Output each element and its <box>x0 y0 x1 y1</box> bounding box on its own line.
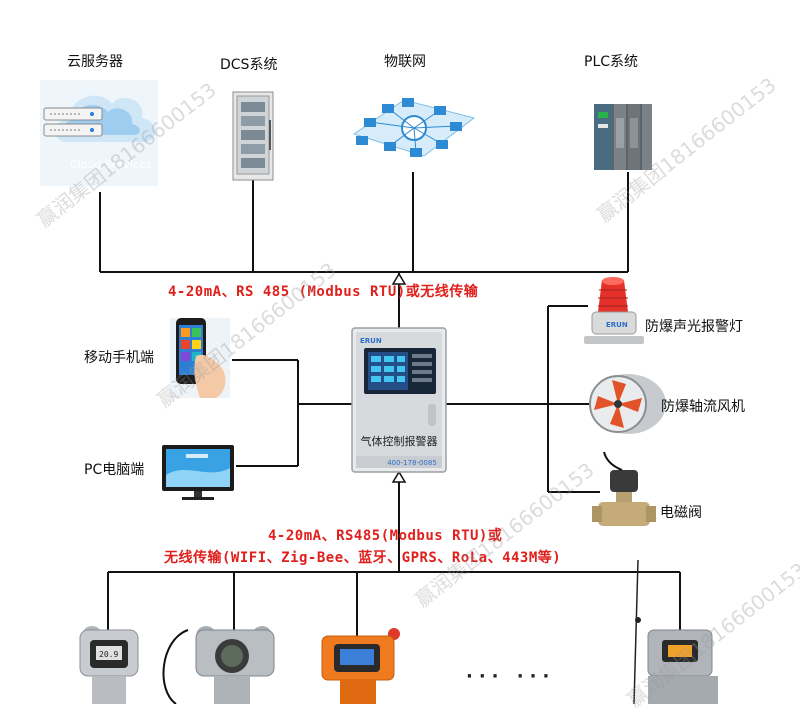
iot-network-icon <box>352 98 476 157</box>
dcs-system-label: DCS系统 <box>220 57 278 73</box>
pc-monitor-icon <box>162 445 234 500</box>
lower-link-label-1: 4-20mA、RS485(Modbus RTU)或 <box>268 528 503 544</box>
dcs-cabinet-icon <box>232 91 274 181</box>
detector-1-display: 20.9 <box>99 650 118 659</box>
controller-phone: 400-178-0085 <box>387 459 437 467</box>
detector-2-icon <box>162 626 275 704</box>
detector-ellipsis: ··· ··· <box>466 666 555 687</box>
detector-4-icon <box>633 559 718 704</box>
controller-label: 气体控制报警器 <box>361 434 438 448</box>
lower-link-label-2: 无线传输(WIFI、Zig-Bee、蓝牙、GPRS、RoLa、443M等) <box>164 550 562 566</box>
fan-label: 防爆轴流风机 <box>661 399 745 415</box>
arrowheads <box>391 272 407 483</box>
plc-icon <box>594 104 652 170</box>
gas-controller-icon <box>351 327 447 473</box>
siren-icon: ERUN <box>584 277 644 344</box>
pc-label: PC电脑端 <box>84 462 145 478</box>
mobile-phone-icon <box>170 318 230 398</box>
siren-label: 防爆声光报警灯 <box>645 319 743 335</box>
iot-label: 物联网 <box>384 54 426 70</box>
svg-text:ERUN: ERUN <box>606 321 628 329</box>
upper-link-label: 4-20mA、RS 485 (Modbus RTU)或无线传输 <box>168 284 479 300</box>
detector-1-icon <box>79 626 139 704</box>
solenoid-valve-icon <box>592 451 656 526</box>
detector-3-icon <box>321 628 400 704</box>
cloud-server-label: 云服务器 <box>67 54 123 70</box>
plc-system-label: PLC系统 <box>584 54 639 70</box>
controller-brand: ERUN <box>360 337 382 345</box>
mobile-label: 移动手机端 <box>84 350 154 366</box>
axial-fan-icon <box>589 374 666 434</box>
valve-label: 电磁阀 <box>660 505 702 521</box>
cloud-server-icon <box>40 80 158 186</box>
cloud-caption: Cloud Services <box>70 158 152 171</box>
